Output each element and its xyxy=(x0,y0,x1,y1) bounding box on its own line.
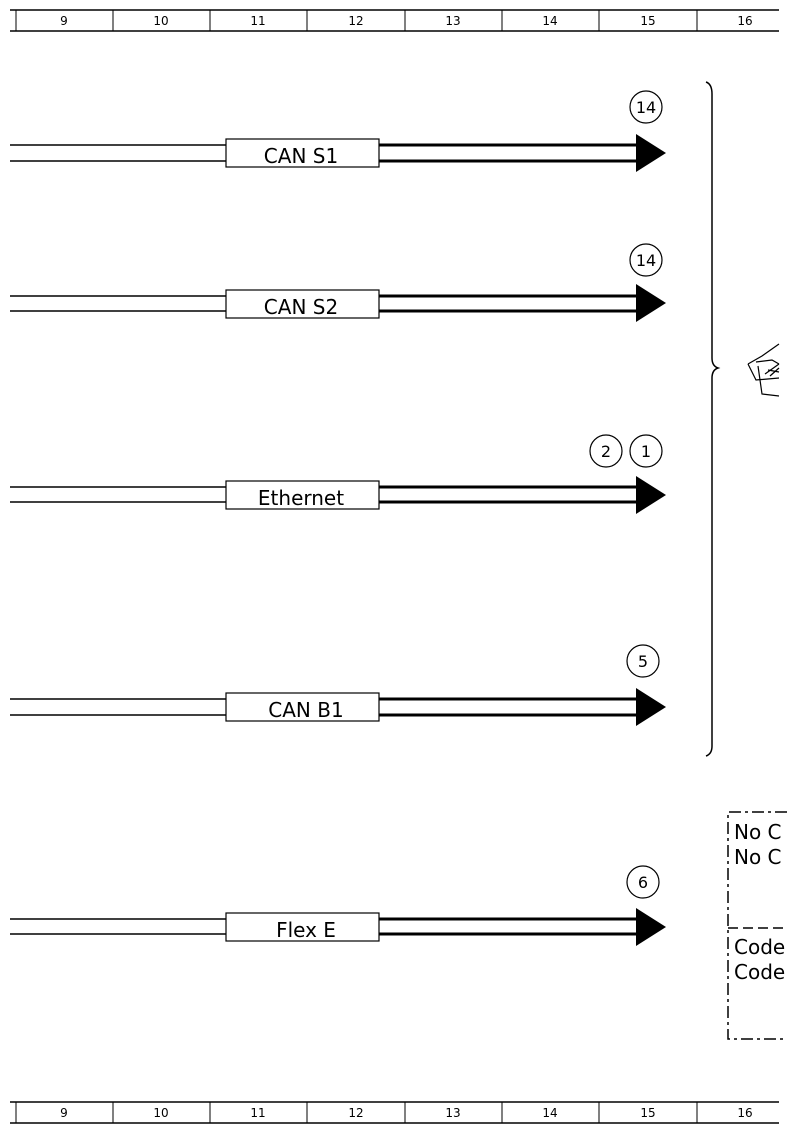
bottom-ruler: 9 10 11 12 13 14 15 16 xyxy=(10,1101,779,1124)
arrowhead-icon xyxy=(636,284,666,322)
bottom-ruler-label: 15 xyxy=(640,1106,655,1120)
bus-label: CAN B1 xyxy=(268,698,343,722)
reference-marker xyxy=(626,644,660,678)
note-box-border xyxy=(727,811,787,1040)
arrowhead-icon xyxy=(636,688,666,726)
reference-marker-label: 5 xyxy=(638,652,648,671)
note-line: No C xyxy=(734,845,782,869)
bottom-ruler-label: 12 xyxy=(348,1106,363,1120)
bottom-ruler-label: 10 xyxy=(153,1106,168,1120)
bus-label-box xyxy=(225,138,380,168)
reference-marker-label: 2 xyxy=(601,442,611,461)
top-ruler-label: 12 xyxy=(348,14,363,28)
reference-marker xyxy=(629,243,663,277)
top-ruler-label: 16 xyxy=(737,14,752,28)
bottom-ruler-label: 9 xyxy=(60,1106,68,1120)
note-line: No C xyxy=(734,820,782,844)
reference-marker xyxy=(629,434,663,468)
bus-label-box xyxy=(225,289,380,319)
arrowhead-icon xyxy=(636,134,666,172)
reference-marker-label: 6 xyxy=(638,873,648,892)
top-ruler: 9 10 11 12 13 14 15 16 xyxy=(10,9,779,32)
bottom-ruler-label: 13 xyxy=(445,1106,460,1120)
top-ruler-label: 10 xyxy=(153,14,168,28)
bus-ethernet: Ethernet 2 1 xyxy=(10,434,666,514)
bottom-ruler-label: 11 xyxy=(250,1106,265,1120)
bus-can-b1: CAN B1 5 xyxy=(10,644,666,726)
group-brace xyxy=(705,81,721,757)
reference-marker-label: 14 xyxy=(636,98,656,117)
bottom-ruler-label: 16 xyxy=(737,1106,752,1120)
note-box: No C No C Code Code xyxy=(727,811,787,1040)
bus-can-s2: CAN S2 14 xyxy=(10,243,666,322)
top-ruler-label: 9 xyxy=(60,14,68,28)
bus-can-s1: CAN S1 14 xyxy=(10,90,666,172)
bus-label-box xyxy=(225,480,380,510)
bus-label: Flex E xyxy=(276,918,336,942)
top-ruler-label: 14 xyxy=(542,14,557,28)
reference-marker-label: 1 xyxy=(641,442,651,461)
bottom-ruler-label: 14 xyxy=(542,1106,557,1120)
reference-marker xyxy=(629,90,663,124)
note-line: Code xyxy=(734,960,785,984)
bus-label: CAN S2 xyxy=(264,295,338,319)
bus-label: Ethernet xyxy=(258,486,344,510)
bus-label-box xyxy=(225,912,380,942)
note-line: Code xyxy=(734,935,785,959)
reference-marker xyxy=(589,434,623,468)
bus-label-box xyxy=(225,692,380,722)
top-ruler-label: 11 xyxy=(250,14,265,28)
bus-flex-e: Flex E 6 xyxy=(10,865,666,946)
component-symbol-icon xyxy=(747,343,780,397)
top-ruler-label: 15 xyxy=(640,14,655,28)
reference-marker xyxy=(626,865,660,899)
top-ruler-label: 13 xyxy=(445,14,460,28)
reference-marker-label: 14 xyxy=(636,251,656,270)
bus-label: CAN S1 xyxy=(264,144,338,168)
arrowhead-icon xyxy=(636,476,666,514)
arrowhead-icon xyxy=(636,908,666,946)
